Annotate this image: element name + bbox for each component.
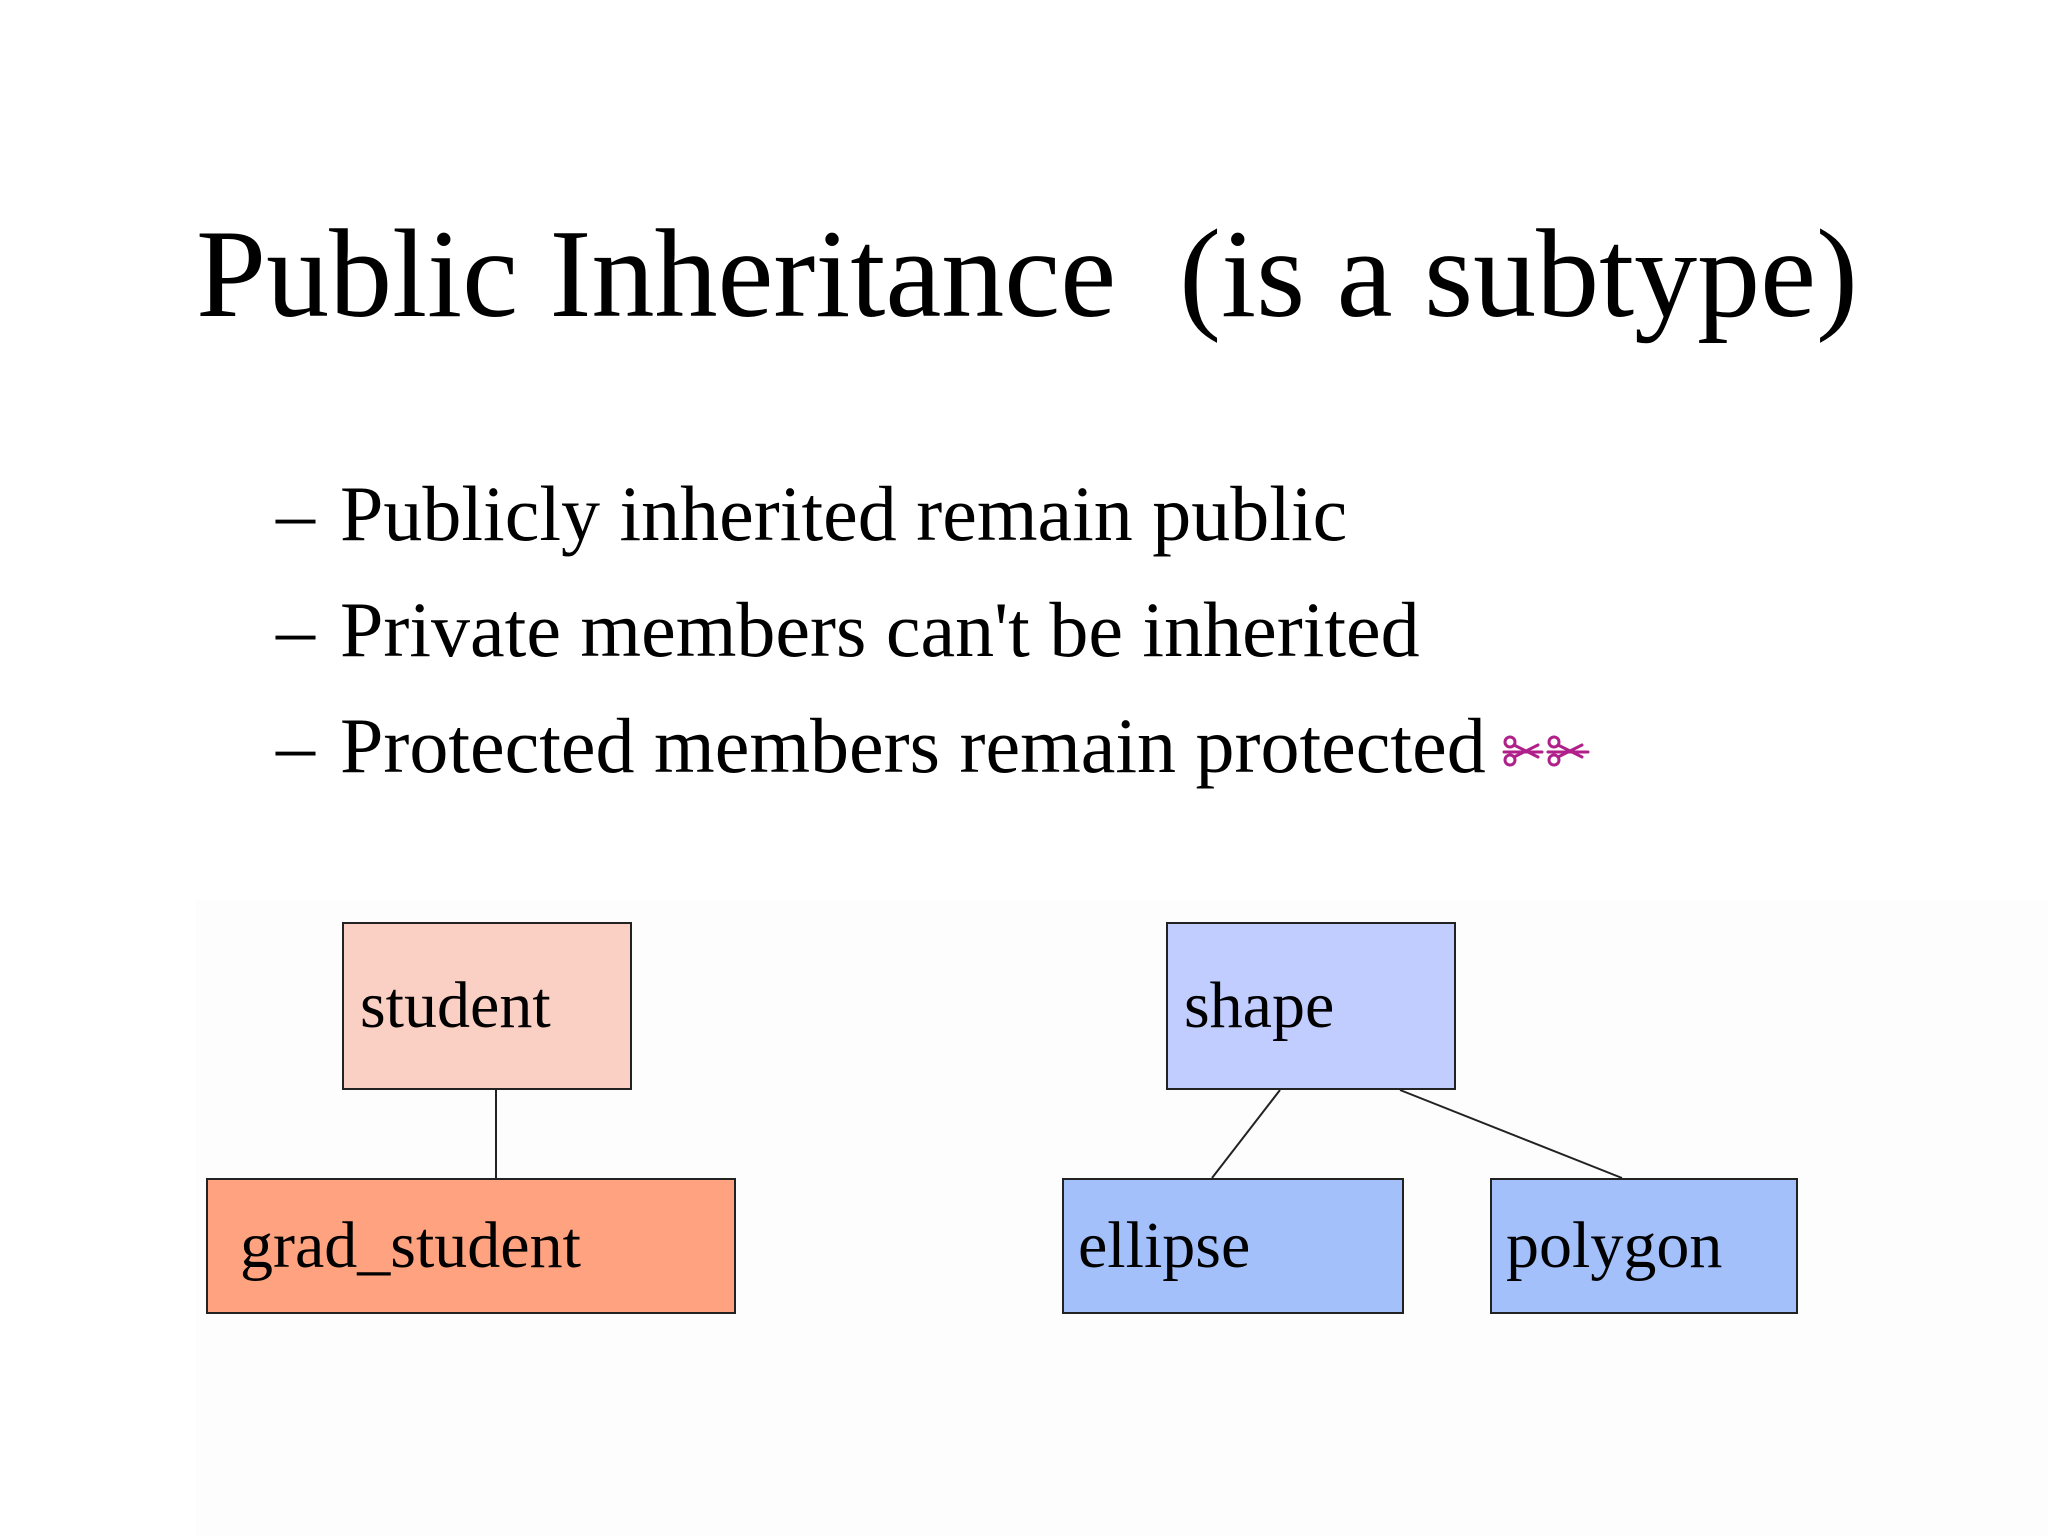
class-label: polygon	[1506, 1209, 1723, 1282]
class-box-ellipse: ellipse	[1062, 1178, 1404, 1314]
bullet-item-public: –Publicly inherited remain public	[276, 456, 1592, 572]
class-label: shape	[1184, 969, 1335, 1042]
class-diagram: student grad_student shape ellipse polyg…	[196, 900, 2048, 1536]
bullet-text: Publicly inherited remain public	[340, 470, 1348, 557]
class-box-shape: shape	[1166, 922, 1456, 1090]
scissors-icon	[1500, 688, 1592, 804]
class-box-student: student	[342, 922, 632, 1090]
bullet-text: Protected members remain protected	[340, 702, 1486, 789]
bullet-item-private: –Private members can't be inherited	[276, 572, 1592, 688]
diagram-connectors	[495, 1089, 1623, 1179]
bullet-text: Private members can't be inherited	[340, 586, 1420, 673]
bullet-dash: –	[276, 470, 315, 557]
slide-title: Public Inheritance (is a subtype)	[196, 205, 1858, 344]
bullet-list: –Publicly inherited remain public –Priva…	[276, 456, 1592, 804]
class-label: grad_student	[240, 1209, 581, 1282]
bullet-dash: –	[276, 702, 315, 789]
bullet-item-protected: –Protected members remain protected	[276, 688, 1592, 804]
class-box-grad-student: grad_student	[206, 1178, 736, 1314]
connector-shape-ellipse	[1211, 1089, 1281, 1179]
class-label: student	[360, 969, 551, 1042]
class-box-polygon: polygon	[1490, 1178, 1798, 1314]
class-label: ellipse	[1078, 1209, 1251, 1282]
bullet-dash: –	[276, 586, 315, 673]
connector-shape-polygon	[1399, 1089, 1623, 1179]
